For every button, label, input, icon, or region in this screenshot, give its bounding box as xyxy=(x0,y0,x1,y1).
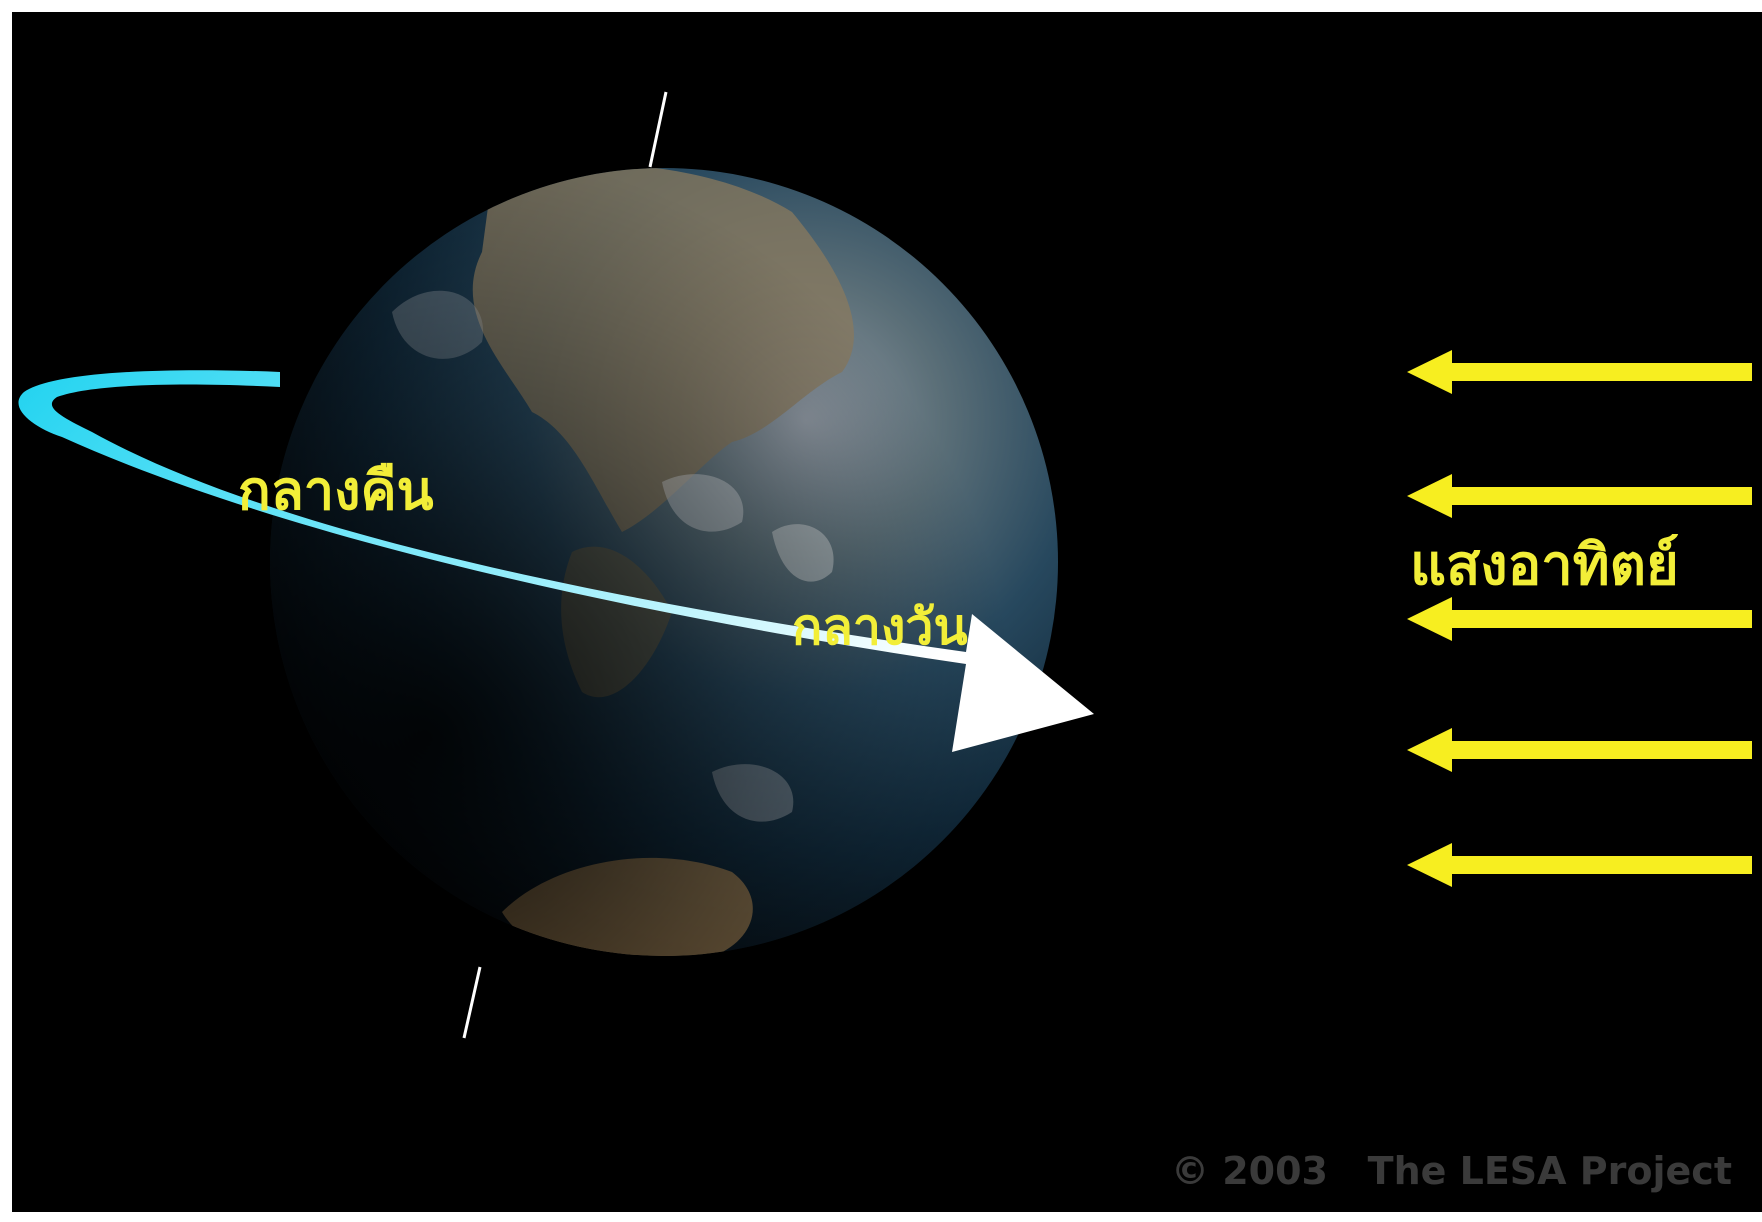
axis-top-line xyxy=(648,91,668,168)
diagram-frame: กลางคืน กลางวัน แสงอาทิตย์ © 2003 The LE… xyxy=(12,12,1762,1212)
sunlight-arrows xyxy=(1407,350,1752,887)
diagram-canvas xyxy=(18,91,1752,1039)
sunlight-arrow-icon xyxy=(1407,474,1752,518)
sunlight-arrow-icon xyxy=(1407,597,1752,641)
rotation-arrow-icon xyxy=(18,370,1094,752)
copyright-notice: © 2003 The LESA Project xyxy=(1170,1149,1732,1193)
earth-globe-icon xyxy=(270,168,1058,956)
day-label: กลางวัน xyxy=(792,598,968,656)
sunlight-arrow-icon xyxy=(1407,843,1752,887)
axis-bottom-line xyxy=(462,966,482,1039)
sunlight-arrow-icon xyxy=(1407,728,1752,772)
night-label: กลางคืน xyxy=(238,459,434,522)
sunlight-label: แสงอาทิตย์ xyxy=(1410,533,1679,598)
sunlight-arrow-icon xyxy=(1407,350,1752,394)
